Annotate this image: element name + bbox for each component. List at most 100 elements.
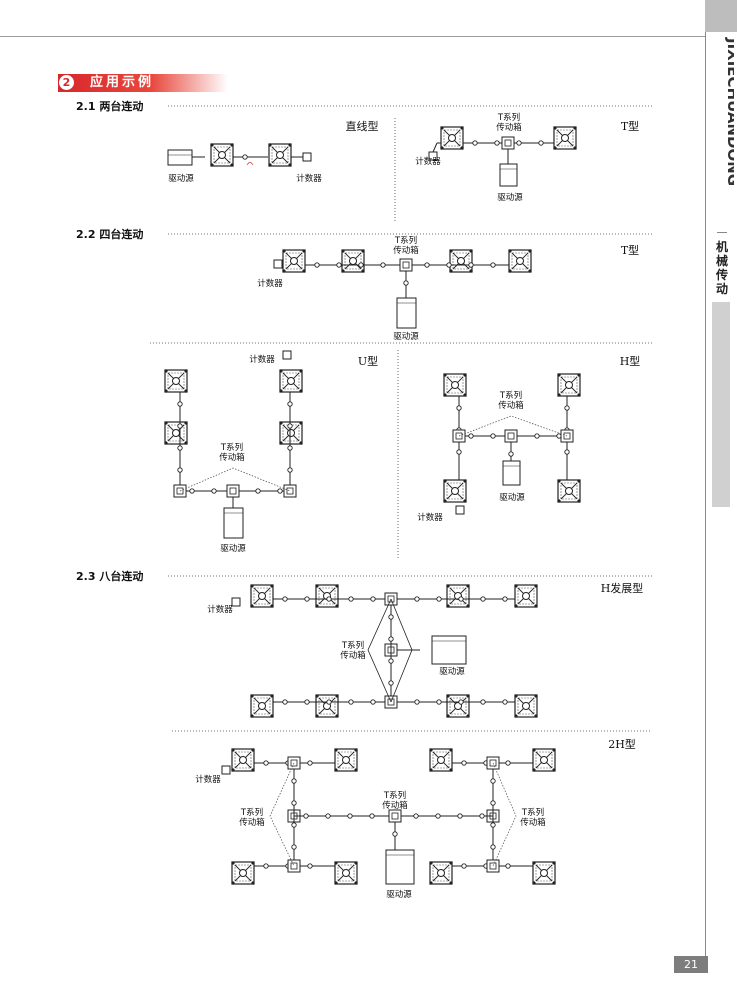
screw-jack-inner: [517, 697, 535, 715]
section-title: 应用示例: [90, 75, 155, 90]
diagram-label: T型: [621, 119, 639, 133]
screw-jack-bolt: [299, 389, 303, 393]
coupling: [370, 596, 376, 602]
screw-jack-bolt: [449, 881, 453, 885]
coupling: [490, 778, 496, 784]
coupling: [413, 813, 419, 819]
screw-jack-bolt: [164, 441, 168, 445]
dotted-guide: [492, 762, 517, 867]
screw-jack-bolt: [440, 126, 444, 130]
screw-jack-inner: [556, 129, 574, 147]
screw-jack-bolt: [553, 146, 557, 150]
screw-jack-bolt: [270, 584, 274, 588]
screw-jack-inner: [337, 751, 355, 769]
screw-jack-hub: [540, 756, 548, 764]
coupling: [490, 800, 496, 806]
coupling: [505, 863, 511, 869]
diagram-label: 传动箱: [498, 400, 524, 411]
screw-jack-bolt: [354, 748, 358, 752]
screw-jack-inner: [443, 129, 461, 147]
screw-jack-bolt: [279, 369, 283, 373]
screw-jack-hub: [565, 381, 573, 389]
drive-motor: [396, 297, 417, 329]
coupling: [435, 813, 441, 819]
screw-jack-bolt: [184, 421, 188, 425]
screw-jack-hub: [437, 756, 445, 764]
diagram-label: 驱动源: [497, 192, 523, 203]
screw-jack-bolt: [250, 714, 254, 718]
screw-jack-bolt: [557, 499, 561, 503]
screw-jack-bolt: [577, 499, 581, 503]
screw-jack-bolt: [210, 163, 214, 167]
coupling: [369, 813, 375, 819]
coupling: [538, 140, 544, 146]
diagram-label: 传动箱: [496, 122, 522, 133]
sidebar-category: 机械传动: [715, 240, 728, 296]
screw-jack-hub: [258, 592, 266, 600]
screw-jack-bolt: [466, 584, 470, 588]
screw-jack-hub: [218, 151, 226, 159]
drive-motor: [502, 460, 521, 486]
diagram-label: 驱动源: [393, 331, 419, 342]
diagram-label: 驱动源: [499, 492, 525, 503]
screw-jack-bolt: [443, 479, 447, 483]
screw-jack-bolt: [299, 421, 303, 425]
screw-jack-bolt: [446, 714, 450, 718]
diagram-label: 2H型: [608, 737, 636, 751]
coupling: [307, 863, 313, 869]
coupling: [436, 699, 442, 705]
diagram-label: 计数器: [417, 512, 443, 523]
drive-motor: [167, 149, 193, 166]
screw-jack-hub: [448, 134, 456, 142]
screw-jack-bolt: [282, 249, 286, 253]
screw-jack-bolt: [268, 143, 272, 147]
diagram-label: T系列: [240, 807, 263, 818]
gearbox-core: [229, 487, 237, 495]
coupling: [564, 405, 570, 411]
screw-jack-bolt: [466, 714, 470, 718]
screw-jack-bolt: [443, 393, 447, 397]
screw-jack-bolt: [429, 881, 433, 885]
coupling: [490, 844, 496, 850]
screw-jack-inner: [337, 864, 355, 882]
coupling: [336, 262, 342, 268]
screw-jack-bolt: [288, 143, 292, 147]
coupling: [388, 680, 394, 686]
coupling: [287, 445, 293, 451]
screw-jack-bolt: [449, 748, 453, 752]
diagram-label: T系列: [497, 112, 520, 123]
screw-jack-bolt: [270, 714, 274, 718]
screw-jack-hub: [342, 869, 350, 877]
gearbox-core: [489, 862, 497, 870]
sidebar-brand-text: JIXIECHUANDONG: [724, 37, 734, 186]
screw-jack-bolt: [553, 126, 557, 130]
coupling: [414, 596, 420, 602]
screw-jack-inner: [449, 697, 467, 715]
screw-jack-hub: [349, 257, 357, 265]
screw-jack-inner: [282, 372, 300, 390]
coupling: [291, 800, 297, 806]
screw-jack-bolt: [577, 373, 581, 377]
diagram-label: 计数器: [296, 173, 322, 184]
screw-jack-bolt: [334, 748, 338, 752]
coupling: [472, 140, 478, 146]
screw-jack-bolt: [210, 143, 214, 147]
coupling: [303, 813, 309, 819]
screw-jack-bolt: [268, 163, 272, 167]
screw-jack-bolt: [250, 584, 254, 588]
screw-jack-bolt: [557, 373, 561, 377]
screw-jack-bolt: [577, 393, 581, 397]
screw-jack-inner: [318, 587, 336, 605]
screw-jack-bolt: [354, 861, 358, 865]
coupling: [348, 596, 354, 602]
coupling: [304, 596, 310, 602]
screw-jack-inner: [560, 376, 578, 394]
screw-jack-bolt: [250, 604, 254, 608]
coupling: [490, 822, 496, 828]
screw-jack-bolt: [514, 604, 518, 608]
coupling: [494, 140, 500, 146]
screw-jack-inner: [167, 424, 185, 442]
coupling: [177, 401, 183, 407]
coupling: [414, 699, 420, 705]
screw-jack-bolt: [164, 389, 168, 393]
